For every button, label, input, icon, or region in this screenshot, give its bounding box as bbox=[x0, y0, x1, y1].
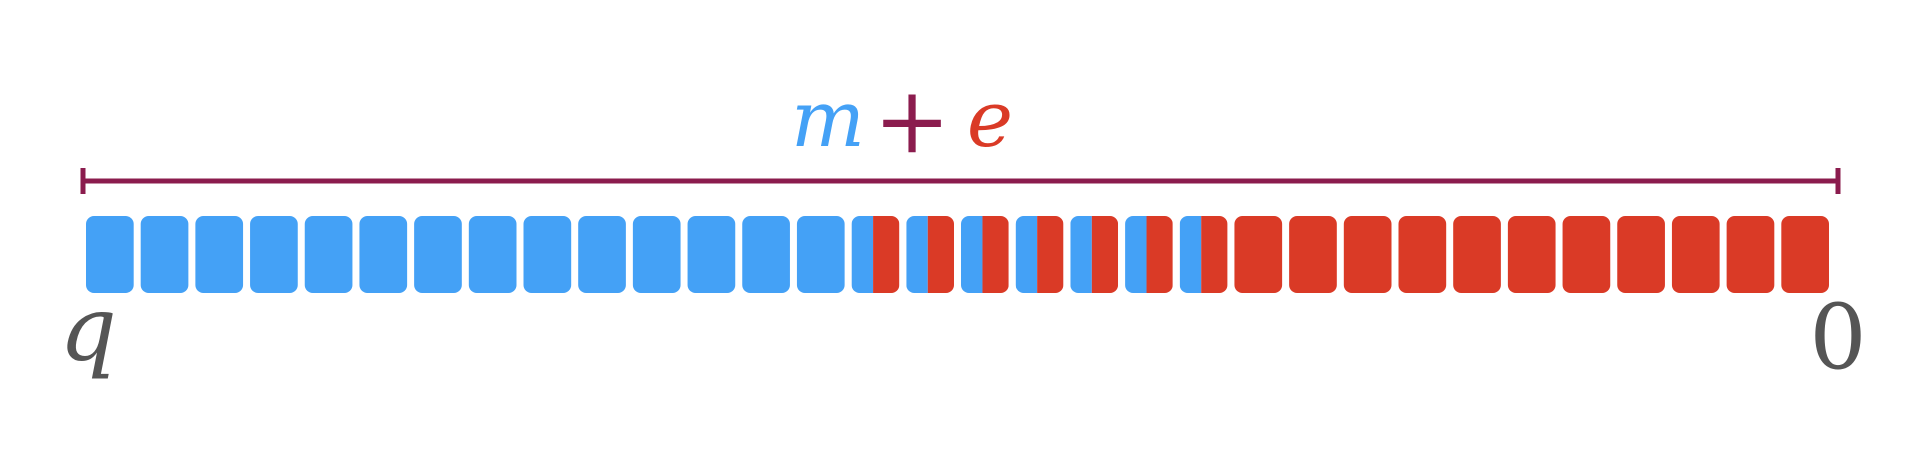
cell-red bbox=[1671, 216, 1720, 293]
cell-mixed-blue-part bbox=[1125, 216, 1147, 293]
cell-mixed-blue-part bbox=[851, 216, 874, 293]
cell-mixed bbox=[906, 216, 954, 293]
title-m: m bbox=[791, 75, 865, 165]
cell-red bbox=[1234, 216, 1283, 293]
cell-blue bbox=[578, 216, 626, 293]
cell-blue bbox=[250, 216, 298, 293]
cell-red bbox=[1507, 216, 1556, 293]
cell-red bbox=[1562, 216, 1611, 293]
cell-red bbox=[1453, 216, 1501, 293]
cell-blue bbox=[140, 216, 189, 293]
range-bracket bbox=[80, 168, 1841, 194]
left-label-q: q bbox=[59, 277, 117, 382]
cell-mixed-red-part bbox=[982, 216, 1009, 293]
cell-mixed bbox=[1015, 216, 1064, 293]
cell-mixed-blue-part bbox=[961, 216, 983, 293]
cell-mixed bbox=[961, 216, 1009, 293]
cell-mixed-red-part bbox=[1091, 216, 1119, 293]
cell-mixed bbox=[851, 216, 900, 293]
cell-mixed-blue-part bbox=[1015, 216, 1038, 293]
cell-mixed-blue-part bbox=[1070, 216, 1092, 293]
cell-mixed bbox=[1179, 216, 1228, 293]
cell-blue bbox=[195, 216, 244, 293]
title: m + e bbox=[791, 67, 1013, 174]
cell-red bbox=[1343, 216, 1392, 293]
cell-red bbox=[1617, 216, 1665, 293]
cell-mixed-red-part bbox=[1201, 216, 1228, 293]
cell-blue bbox=[359, 216, 408, 293]
cell-red bbox=[1726, 216, 1775, 293]
cell-blue bbox=[742, 216, 790, 293]
right-label-zero: 0 bbox=[1809, 285, 1866, 390]
cell-mixed-blue-part bbox=[1179, 216, 1202, 293]
cell-mixed-red-part bbox=[1146, 216, 1173, 293]
cell-mixed-red-part bbox=[927, 216, 954, 293]
cell-blue bbox=[523, 216, 572, 293]
cell-mixed bbox=[1070, 216, 1119, 293]
title-e: e bbox=[967, 75, 1013, 165]
cell-red bbox=[1289, 216, 1337, 293]
cell-red bbox=[1781, 216, 1829, 293]
cell-blue bbox=[414, 216, 462, 293]
cell-mixed bbox=[1125, 216, 1173, 293]
cell-blue bbox=[468, 216, 517, 293]
cell-blue bbox=[687, 216, 736, 293]
cell-mixed-red-part bbox=[873, 216, 900, 293]
cell-blue bbox=[632, 216, 681, 293]
cell-blue bbox=[304, 216, 353, 293]
cell-red bbox=[1398, 216, 1447, 293]
cell-mixed-red-part bbox=[1037, 216, 1064, 293]
title-plus: + bbox=[873, 67, 950, 174]
cell-blue bbox=[796, 216, 845, 293]
cell-row bbox=[86, 216, 1829, 293]
cell-blue bbox=[86, 216, 134, 293]
cell-mixed-blue-part bbox=[906, 216, 928, 293]
